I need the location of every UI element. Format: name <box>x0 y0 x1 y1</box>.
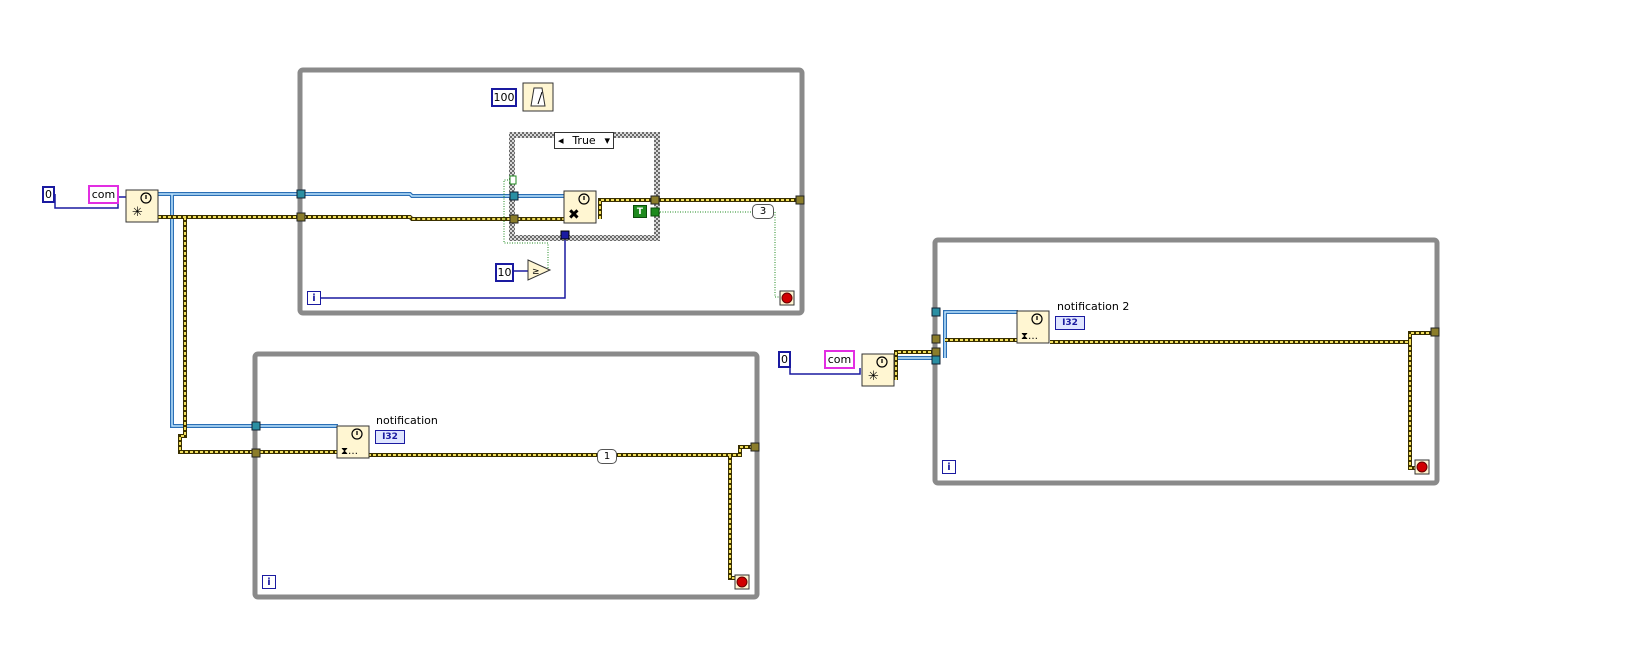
notification-2-indicator[interactable]: I32 <box>1055 316 1085 330</box>
stop-condition-icon[interactable] <box>734 574 750 590</box>
while-loop-right[interactable] <box>932 237 1440 486</box>
svg-text:⧗…: ⧗… <box>1021 331 1038 342</box>
case-selector[interactable]: ◂ True ▾ <box>554 132 614 149</box>
wire-label-1: 1 <box>597 449 617 464</box>
stop-condition-icon[interactable] <box>1414 459 1430 475</box>
case-selector-label: True <box>572 134 596 147</box>
com-string-constant[interactable]: com <box>88 185 119 204</box>
error-wires <box>158 198 1433 580</box>
obtain-notifier-icon[interactable]: ✳ <box>861 353 895 387</box>
compare-icon[interactable]: ≥ <box>527 259 552 281</box>
ref-wires <box>158 192 1018 428</box>
svg-text:✳: ✳ <box>868 369 879 384</box>
zero-constant[interactable]: 0 <box>778 351 791 368</box>
tunnels <box>251 175 1440 458</box>
compare-constant[interactable]: 10 <box>495 263 514 282</box>
iteration-terminal-icon: i <box>262 575 276 589</box>
true-constant[interactable]: T <box>633 205 647 218</box>
iteration-terminal-icon: i <box>307 291 321 305</box>
wait-ms-constant[interactable]: 100 <box>491 88 517 107</box>
wire-label-3: 3 <box>752 204 774 219</box>
case-prev-icon[interactable]: ◂ <box>558 134 564 147</box>
notification-label: notification <box>376 414 438 427</box>
while-loop-bottom[interactable] <box>252 351 760 600</box>
stop-condition-icon[interactable] <box>779 290 795 306</box>
svg-text:✳: ✳ <box>132 205 143 220</box>
release-notifier-icon[interactable]: ✖ <box>563 190 597 224</box>
svg-text:⧗…: ⧗… <box>341 446 358 457</box>
wait-on-notification-icon[interactable]: ⧗… <box>1016 310 1050 344</box>
case-next-icon[interactable]: ▾ <box>604 134 610 147</box>
bool-wires <box>503 179 782 298</box>
iteration-terminal-icon: i <box>942 460 956 474</box>
notification-2-label: notification 2 <box>1057 300 1130 313</box>
obtain-notifier-icon[interactable]: ✳ <box>125 189 159 223</box>
svg-text:≥: ≥ <box>532 267 540 277</box>
com-string-constant[interactable]: com <box>824 350 855 369</box>
svg-text:✖: ✖ <box>568 207 580 223</box>
wait-ms-icon[interactable] <box>522 82 554 112</box>
zero-constant[interactable]: 0 <box>42 186 55 203</box>
notification-indicator[interactable]: I32 <box>375 430 405 444</box>
wait-on-notification-icon[interactable]: ⧗… <box>336 425 370 459</box>
